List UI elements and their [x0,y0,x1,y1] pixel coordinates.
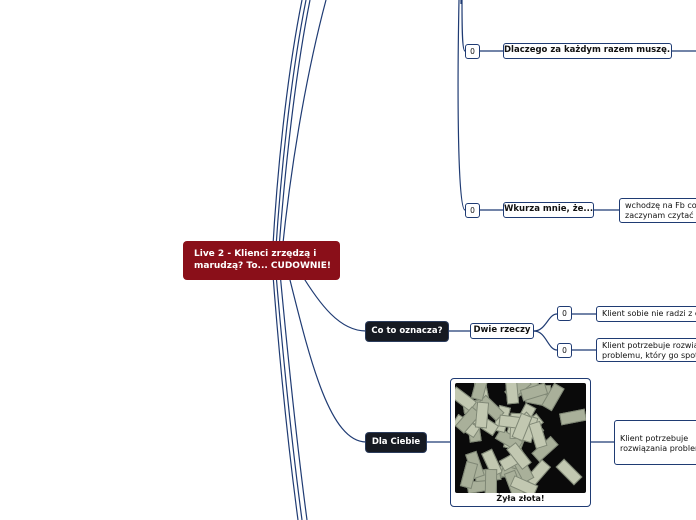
topic-wkurza[interactable]: Wkurza mnie, że... [503,202,594,218]
leaf-potrzebuje-problem[interactable]: Klient potrzebuje rozwiązania problem [614,420,696,465]
leaf-nie-radzi[interactable]: Klient sobie nie radzi z c [596,306,696,322]
dollar-bill [559,408,586,426]
dollar-bill [484,468,498,493]
leaf-potrzebuje-rozwiazania[interactable]: Klient potrzebuje rozwią problemu, który… [596,338,696,362]
money-bills-image [455,383,586,493]
dollar-bill [504,383,520,405]
image-topic-zyla-zlota[interactable]: Żyła złota! [450,378,591,507]
number-badge[interactable]: 0 [465,44,480,59]
number-badge[interactable]: 0 [557,306,572,321]
root-label: Live 2 - Klienci zrzędzą i marudzą? To..… [194,249,332,271]
branch-dla-ciebie[interactable]: Dla Ciebie [366,433,426,452]
number-badge[interactable]: 0 [557,343,572,358]
dollar-bill [474,401,490,429]
topic-dwie-rzeczy[interactable]: Dwie rzeczy [470,323,534,339]
dollar-bill [528,420,548,450]
branch-co-to-oznacza[interactable]: Co to oznacza? [366,322,448,341]
image-caption: Żyła złota! [496,494,545,503]
leaf-wchodze[interactable]: wchodzę na Fb cos zaczynam czytać w [619,198,696,223]
number-badge[interactable]: 0 [465,203,480,218]
topic-dlaczego[interactable]: Dlaczego za każdym razem muszę... [503,43,672,59]
root-node[interactable]: Live 2 - Klienci zrzędzą i marudzą? To..… [183,241,340,280]
dollar-bill [555,458,583,486]
